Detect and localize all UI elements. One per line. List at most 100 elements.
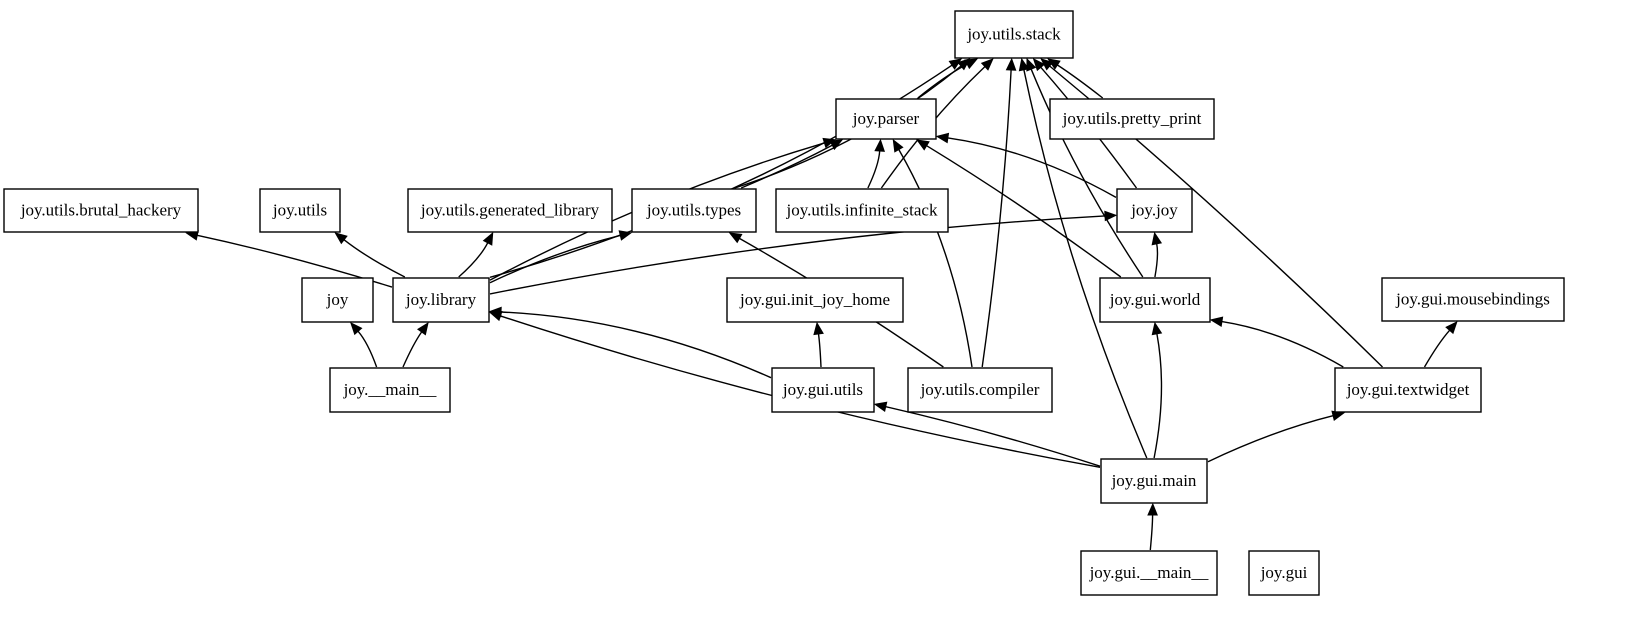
edge-joy.library-to-joy.joy [489, 215, 1106, 295]
node-box[interactable] [775, 188, 949, 233]
arrow-head-icon [935, 132, 950, 144]
node-box[interactable] [1116, 188, 1193, 233]
arrow-head-icon [1018, 57, 1030, 72]
edge-joy.gui.main-to-joy.gui.utils [885, 406, 1101, 467]
node-box[interactable] [1099, 277, 1211, 323]
arrow-head-icon [1209, 316, 1224, 328]
node-joy.gui[interactable]: joy.gui [1248, 550, 1320, 596]
node-box[interactable] [329, 367, 451, 413]
arrow-head-icon [873, 401, 888, 413]
node-label: joy.library [405, 290, 477, 309]
arrow-head-icon [1005, 57, 1017, 71]
node-label: joy.gui.init_joy_home [739, 290, 890, 309]
edge-joy.utils.compiler-to-joy.utils.stack [981, 69, 1012, 368]
node-joy.gui.mousebindings[interactable]: joy.gui.mousebindings [1381, 277, 1565, 322]
arrow-head-icon [892, 138, 904, 153]
arrow-head-icon [1147, 502, 1158, 516]
arrow-head-icon [1032, 58, 1046, 72]
arrow-head-icon [482, 231, 494, 246]
node-box[interactable] [1334, 367, 1482, 413]
edge-joy.library-to-joy.utils.generated_library [458, 242, 489, 278]
node-joy.parser[interactable]: joy.parser [835, 98, 937, 140]
node-joy.utils.pretty_print[interactable]: joy.utils.pretty_print [1049, 98, 1215, 140]
edge-joy.gui.utils-to-joy.gui.init_joy_home [817, 333, 822, 368]
node-box[interactable] [835, 98, 937, 140]
edge-joy.gui.world-to-joy.joy [1154, 243, 1159, 278]
edge-joy.gui.textwidget-to-joy.gui.mousebindings [1423, 329, 1451, 368]
edge-joy.library-to-joy.utils.types [489, 234, 621, 284]
node-box[interactable] [1248, 550, 1320, 596]
arrow-head-icon [1445, 321, 1458, 335]
node-box[interactable] [1049, 98, 1215, 140]
node-joy.utils.types[interactable]: joy.utils.types [631, 188, 757, 233]
arrow-head-icon [1040, 58, 1054, 71]
node-joy.gui.world[interactable]: joy.gui.world [1099, 277, 1211, 323]
node-box[interactable] [407, 188, 613, 233]
node-joy.gui.main[interactable]: joy.gui.main [1100, 458, 1208, 504]
node-box[interactable] [392, 277, 490, 323]
edges-layer [185, 57, 1458, 551]
edge-joy.gui.utils-to-joy.library [500, 311, 772, 379]
node-box[interactable] [907, 367, 1053, 413]
node-box[interactable] [1381, 277, 1565, 322]
node-joy.utils[interactable]: joy.utils [259, 188, 341, 233]
edge-joy.gui.main-to-joy.gui.world [1153, 333, 1163, 459]
arrow-head-icon [948, 58, 963, 70]
node-box[interactable] [726, 277, 904, 323]
arrow-head-icon [1104, 210, 1118, 222]
arrow-head-icon [618, 230, 633, 241]
node-label: joy.utils.brutal_hackery [20, 200, 182, 219]
node-label: joy.gui.main [1111, 471, 1197, 490]
node-box[interactable] [771, 367, 875, 413]
node-joy.joy[interactable]: joy.joy [1116, 188, 1193, 233]
node-label: joy.gui.textwidget [1346, 380, 1470, 399]
node-box[interactable] [301, 277, 374, 323]
node-box[interactable] [1080, 550, 1218, 596]
edge-joy.gui.world-to-joy.utils.stack [1030, 68, 1144, 278]
edge-joy.utils.compiler-to-joy.parser [898, 149, 973, 368]
node-joy.__main__[interactable]: joy.__main__ [329, 367, 451, 413]
node-label: joy.gui.mousebindings [1395, 289, 1550, 308]
edge-joy.utils.infinite_stack-to-joy.parser [867, 150, 881, 189]
node-label: joy.parser [852, 109, 920, 128]
node-box[interactable] [1100, 458, 1208, 504]
arrow-head-icon [916, 139, 930, 151]
node-box[interactable] [3, 188, 199, 233]
node-label: joy.gui.utils [782, 380, 863, 399]
node-box[interactable] [259, 188, 341, 233]
arrow-head-icon [488, 310, 503, 322]
node-label: joy.utils.compiler [920, 380, 1040, 399]
node-joy.utils.generated_library[interactable]: joy.utils.generated_library [407, 188, 613, 233]
arrow-head-icon [874, 138, 886, 152]
edge-joy.gui.__main__-to-joy.gui.main [1149, 514, 1154, 551]
node-joy.utils.stack[interactable]: joy.utils.stack [954, 10, 1074, 59]
node-joy.utils.compiler[interactable]: joy.utils.compiler [907, 367, 1053, 413]
edge-joy.gui.world-to-joy.parser [926, 145, 1122, 278]
node-joy.library[interactable]: joy.library [392, 277, 490, 323]
node-label: joy.utils.stack [966, 24, 1061, 43]
node-label: joy.gui.world [1109, 290, 1201, 309]
node-label: joy.gui.__main__ [1089, 563, 1209, 582]
node-label: joy.utils.generated_library [420, 200, 600, 219]
node-label: joy.utils.types [646, 200, 741, 219]
node-joy[interactable]: joy [301, 277, 374, 323]
edge-joy.__main__-to-joy [357, 330, 378, 368]
node-joy.gui.textwidget[interactable]: joy.gui.textwidget [1334, 367, 1482, 413]
node-label: joy.utils.pretty_print [1062, 109, 1202, 128]
edge-joy.library-to-joy.utils [343, 239, 406, 278]
edge-joy.gui.main-to-joy.gui.textwidget [1207, 415, 1334, 463]
arrow-head-icon [813, 321, 824, 336]
node-box[interactable] [954, 10, 1074, 59]
node-joy.gui.__main__[interactable]: joy.gui.__main__ [1080, 550, 1218, 596]
arrow-head-icon [1026, 57, 1037, 72]
node-joy.gui.init_joy_home[interactable]: joy.gui.init_joy_home [726, 277, 904, 323]
node-label: joy.gui [1260, 563, 1308, 582]
node-joy.utils.infinite_stack[interactable]: joy.utils.infinite_stack [775, 188, 949, 233]
node-joy.gui.utils[interactable]: joy.gui.utils [771, 367, 875, 413]
node-joy.utils.brutal_hackery[interactable]: joy.utils.brutal_hackery [3, 188, 199, 233]
node-label: joy [326, 290, 349, 309]
node-box[interactable] [631, 188, 757, 233]
edge-joy.utils.types-to-joy.parser [740, 144, 833, 189]
